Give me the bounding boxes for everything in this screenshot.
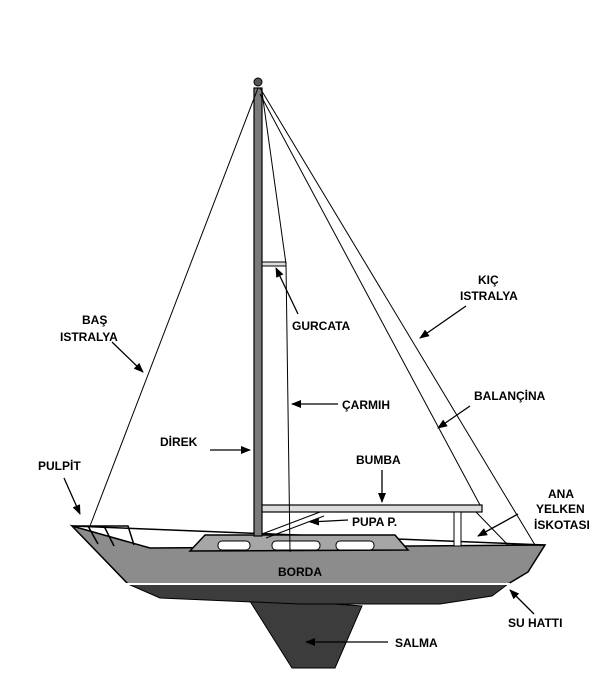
arrow-pulpit <box>63 477 81 515</box>
label-balancina: BALANÇİNA <box>474 388 546 403</box>
arrow-ana-yelken <box>477 513 519 537</box>
cabin-window <box>217 540 251 551</box>
spreader <box>261 261 287 267</box>
stern-pushpit <box>453 511 462 547</box>
bow-pulpit <box>72 525 135 547</box>
forestay <box>89 87 259 527</box>
label-pulpit: PULPİT <box>38 458 81 473</box>
label-kic-istralya: KIÇ <box>478 273 499 287</box>
label-bas-istralya: ISTRALYA <box>60 330 118 344</box>
label-kic-istralya: ISTRALYA <box>460 289 518 303</box>
label-bumba: BUMBA <box>356 453 401 467</box>
label-direk: DİREK <box>160 434 198 449</box>
shroud-upper <box>261 91 287 265</box>
label-pupa: PUPA P. <box>352 515 397 529</box>
label-ana-yelken-iskotasi: YELKEN <box>536 502 585 516</box>
hull-bottom <box>127 583 510 605</box>
label-su-hatti: SU HATTI <box>508 616 562 630</box>
mast <box>253 87 263 537</box>
label-ana-yelken-iskotasi: İSKOTASI <box>534 517 590 532</box>
arrow-su-hatti <box>509 589 535 615</box>
cabin-window <box>335 540 375 551</box>
boom-vang <box>261 511 321 535</box>
label-carmih: ÇARMIH <box>342 398 390 412</box>
label-bas-istralya: BAŞ <box>82 313 107 327</box>
topping-lift <box>259 93 481 506</box>
label-salma: SALMA <box>395 636 438 650</box>
label-gurcata: GURCATA <box>292 319 351 333</box>
cabin-window <box>271 540 321 551</box>
arrow-balancina <box>437 405 471 429</box>
arrow-bas-istralya <box>111 341 144 373</box>
label-borda: BORDA <box>278 565 322 579</box>
arrow-gurcata <box>275 267 299 315</box>
label-ana-yelken-iskotasi: ANA <box>548 487 574 501</box>
masthead <box>253 77 263 87</box>
boom <box>257 504 483 513</box>
shroud-lower <box>285 263 291 553</box>
backstay <box>259 87 536 546</box>
keel <box>247 597 363 669</box>
arrow-pupa <box>309 517 349 526</box>
arrow-kic-istralya <box>419 305 467 339</box>
